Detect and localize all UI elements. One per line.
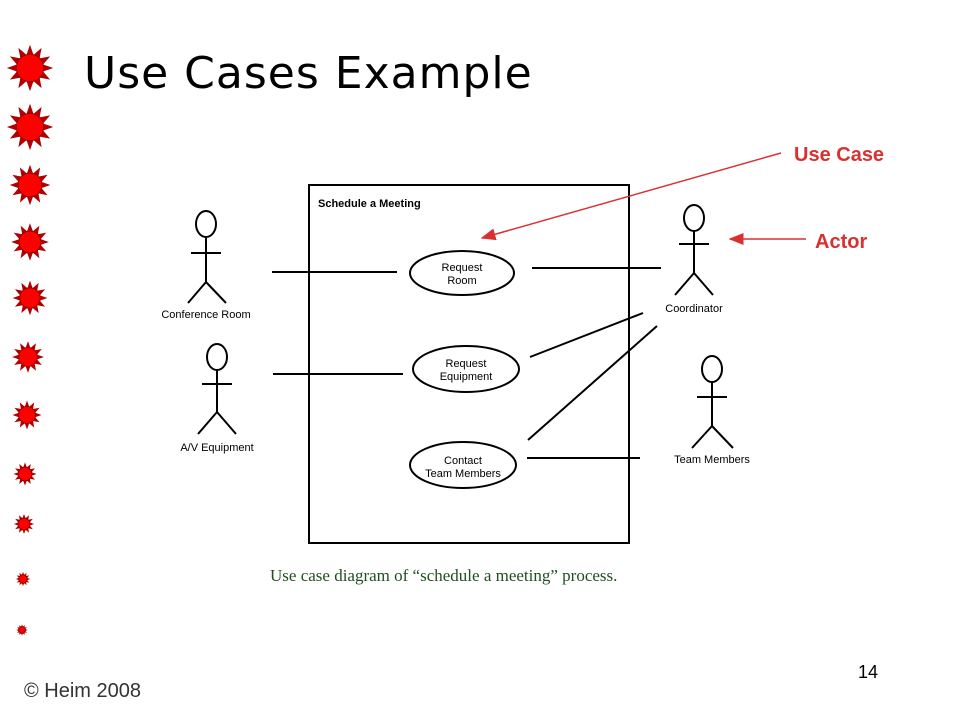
sun-icon [11,223,49,261]
actor-callout-label: Actor [815,231,868,253]
use-case-label-line: Room [447,275,476,287]
associations [272,267,661,459]
sun-icon [6,103,54,151]
sun-icon [13,462,37,486]
system-boundary-label: Schedule a Meeting [318,198,421,210]
copyright-footer: © Heim 2008 [24,680,142,702]
use-case-callout-label: Use Case [794,144,885,166]
use-case-callout-arrow [480,152,782,241]
decorative-sun-column [6,44,54,636]
actor-label-conference-room: Conference Room [161,309,250,321]
use-case-label-line: Team Members [425,468,501,480]
use-case-label-line: Request [446,358,487,370]
sun-icon [6,44,54,92]
actor-label-coordinator: Coordinator [665,303,723,315]
sun-icon [12,400,42,430]
use-case-label-line: Contact [444,455,482,467]
actor-team-members-figure [691,355,734,449]
use-case-label-line: Request [442,262,483,274]
sun-icon [12,280,48,316]
sun-icon [12,341,44,373]
use-case-request-equipment: Request Equipment [412,345,520,393]
association-line [527,325,658,441]
diagram-caption: Use case diagram of “schedule a meeting”… [270,566,618,585]
sun-icon [15,571,31,587]
page-number: 14 [858,662,879,682]
use-case-contact-team-members: Contact Team Members [409,441,517,489]
slide-title: Use Cases Example [84,48,533,99]
use-case-label-line: Equipment [440,371,493,383]
sun-icon [9,164,51,206]
actor-label-team-members: Team Members [674,454,750,466]
actor-av-equipment-figure [197,343,237,435]
sun-icon [16,624,28,636]
sun-icon [13,513,35,535]
use-case-request-room: Request Room [409,250,515,296]
actor-conference-room-figure [187,210,227,304]
actor-label-av-equipment: A/V Equipment [180,442,253,454]
system-boundary [308,184,630,544]
association-line [529,312,644,358]
actor-coordinator-figure [674,204,714,296]
